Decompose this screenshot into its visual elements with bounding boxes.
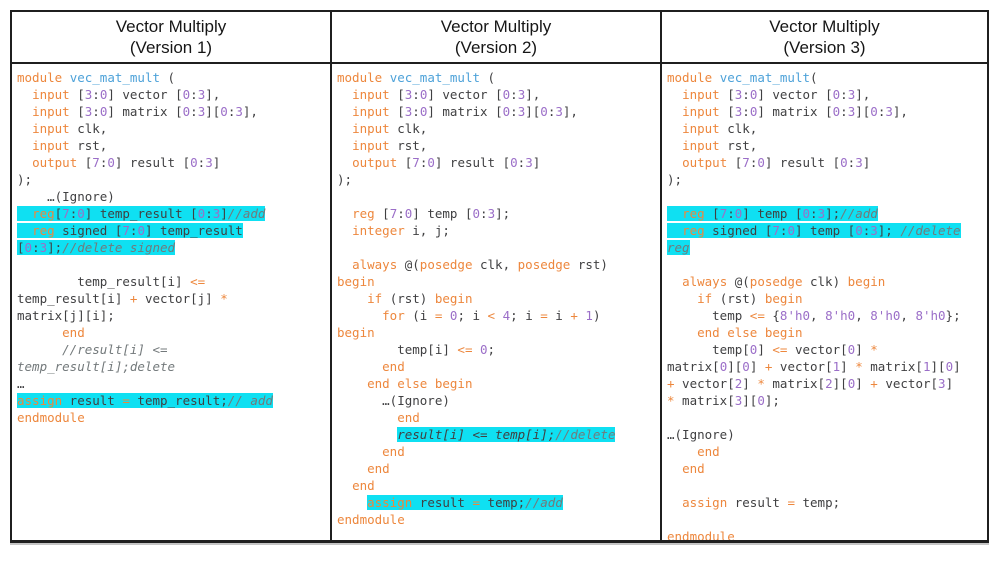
version-3-header: Vector Multiply (Version 3) [662,12,987,64]
code-line: end [397,410,420,425]
code-line: input clk, [32,121,108,136]
code-line [667,477,983,494]
code-line: reg [7:0] temp [0:3]; [352,206,511,221]
code-line: input rst, [682,138,758,153]
code-line: temp_result[i];delete [17,359,176,374]
code-line: input [3:0] vector [0:3], [682,87,871,102]
code-line [667,188,983,205]
code-line: output [7:0] result [0:3] [32,155,221,170]
version-3-panel: Vector Multiply (Version 3) module vec_m… [660,12,987,540]
code-line: end else begin [697,325,803,340]
code-line: endmodule [667,529,735,540]
code-comparison-table: Vector Multiply (Version 1) module vec_m… [10,10,989,543]
code-line: end else begin [367,376,473,391]
code-line: module vec_mat_mult ( [17,70,176,85]
version-1-panel: Vector Multiply (Version 1) module vec_m… [12,12,330,540]
code-line: … [17,376,25,391]
code-line: temp[0] <= vector[0] * [667,342,878,357]
code-line: assign result = temp; [682,495,841,510]
panel-title: Vector Multiply [115,17,227,36]
code-line [337,239,656,256]
code-line [667,409,983,426]
code-block-version-3: module vec_mat_mult( input [3:0] vector … [662,64,987,540]
code-line: endmodule [337,512,405,527]
code-line: input [3:0] vector [0:3], [32,87,221,102]
code-line: end [682,461,705,476]
code-line: + vector[2] * matrix[2][0] + vector[3] [667,376,954,391]
code-line: matrix[j][i]; [17,308,115,323]
code-line: [0:3];//delete signed [17,240,176,255]
panel-title: Vector Multiply [440,17,552,36]
code-line: //result[i] <= [62,342,168,357]
code-line: input [3:0] vector [0:3], [352,87,541,102]
code-line: module vec_mat_mult ( [337,70,496,85]
code-line: temp_result[i] <= [17,274,206,289]
code-line: end [352,478,375,493]
code-line [667,256,983,273]
version-2-panel: Vector Multiply (Version 2) module vec_m… [330,12,660,540]
code-line: input [3:0] matrix [0:3][0:3], [352,104,578,119]
panel-title: Vector Multiply [769,17,880,36]
code-line: …(Ignore) [667,427,735,442]
code-line: temp <= {8'h0, 8'h0, 8'h0, 8'h0}; [667,308,961,323]
code-line: reg [667,240,690,255]
code-line: * matrix[3][0]; [667,393,780,408]
code-line: matrix[0][0] + vector[1] * matrix[1][0] [667,359,961,374]
code-line: begin [337,325,375,340]
code-line [337,188,656,205]
code-line: output [7:0] result [0:3] [352,155,541,170]
code-line: end [697,444,720,459]
panel-subtitle: (Version 2) [454,38,538,57]
code-line: integer i, j; [352,223,450,238]
code-block-version-1: module vec_mat_mult ( input [3:0] vector… [12,64,330,540]
version-1-header: Vector Multiply (Version 1) [12,12,330,64]
code-line: module vec_mat_mult( [667,70,818,85]
code-line: begin [337,274,375,289]
code-line: endmodule [17,410,85,425]
code-line: input rst, [352,138,428,153]
code-line: always @(posedge clk) begin [682,274,886,289]
code-line: input [3:0] matrix [0:3][0:3], [32,104,258,119]
code-line: if (rst) begin [367,291,473,306]
version-2-header: Vector Multiply (Version 2) [332,12,660,64]
code-line: always @(posedge clk, posedge rst) [352,257,608,272]
code-line: assign result = temp;//add [367,495,563,510]
code-line: input clk, [682,121,758,136]
code-line: assign result = temp_result;// add [17,393,273,408]
code-line: ); [337,172,353,187]
code-line: ); [667,172,683,187]
code-line: reg signed [7:0] temp [0:3]; //delete [667,222,983,239]
code-line [17,256,326,273]
code-line: output [7:0] result [0:3] [682,155,871,170]
code-line: reg[7:0] temp_result [0:3]//add [17,205,326,222]
code-line: …(Ignore) [337,393,450,408]
panel-subtitle: (Version 1) [129,38,213,57]
code-line: reg [7:0] temp [0:3];//add [667,205,983,222]
code-line: reg signed [7:0] temp_result [17,222,326,239]
code-line: temp_result[i] + vector[j] * [17,291,228,306]
code-line: end [382,359,405,374]
code-line: …(Ignore) [17,189,115,204]
code-line: end [62,325,85,340]
code-line: end [367,461,390,476]
code-line: ); [17,172,33,187]
code-line: input [3:0] matrix [0:3][0:3], [682,104,908,119]
code-line: input clk, [352,121,428,136]
code-line: result[i] <= temp[i];//delete [397,427,616,442]
code-line: input rst, [32,138,108,153]
code-line: for (i = 0; i < 4; i = i + 1) [382,308,601,323]
panel-subtitle: (Version 3) [783,38,866,57]
code-line: temp[i] <= 0; [337,342,496,357]
code-line: if (rst) begin [697,291,803,306]
code-line [667,511,983,528]
code-block-version-2: module vec_mat_mult ( input [3:0] vector… [332,64,660,540]
code-line: end [382,444,405,459]
